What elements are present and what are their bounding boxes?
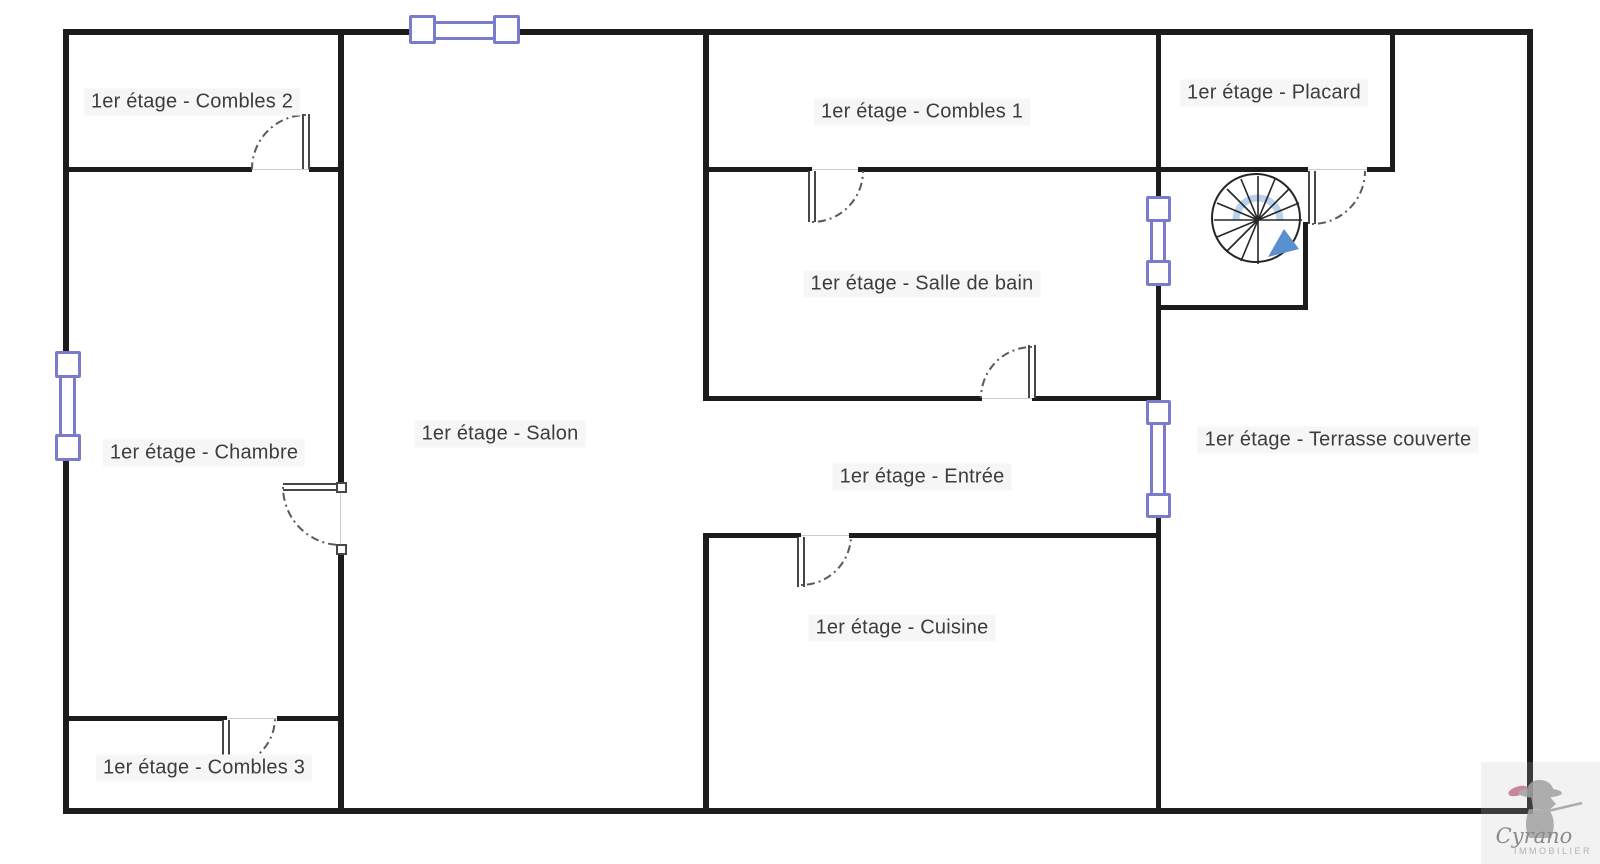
door-hinge-chambre-top	[336, 482, 347, 493]
door-arc-bathroom	[980, 346, 1033, 399]
door-arc-chambre	[282, 486, 342, 546]
threshold-cuisine	[801, 535, 849, 536]
threshold-bathroom	[982, 398, 1032, 399]
stair-direction-arrow	[1268, 229, 1299, 257]
threshold-chambre	[340, 487, 341, 545]
threshold-placard	[1308, 169, 1367, 170]
wall-placard-bottom-left	[1156, 167, 1308, 172]
door-arc-combles2	[251, 114, 307, 170]
window-icon-entree-b	[1146, 493, 1171, 518]
wall-cuisine-top-right	[849, 533, 1161, 538]
window-icon-chambre-a	[55, 351, 81, 378]
agency-watermark	[1481, 762, 1600, 864]
room-label-entree: 1er étage - Entrée	[832, 463, 1012, 491]
agency-logo-tagline: IMMOBILIER	[1513, 846, 1592, 856]
wall-stair-bottom	[1156, 305, 1308, 310]
threshold-combles2	[252, 169, 309, 170]
door-arcs	[226, 114, 1366, 767]
wall-combles2-bottom-left	[63, 167, 252, 172]
wall-combles1-bottom-left	[703, 167, 812, 172]
room-label-combles-3: 1er étage - Combles 3	[95, 754, 313, 782]
door-leaf-chambre	[283, 483, 343, 491]
door-hinge-chambre-bottom	[336, 544, 347, 555]
wall-bathroom-bottom-left	[703, 396, 982, 401]
window-icon-stair-a	[1146, 196, 1171, 222]
door-leaf-cuisine	[797, 537, 805, 587]
window-icon-chambre-b	[55, 434, 81, 461]
threshold-combles3	[227, 718, 277, 719]
wall-combles2-bottom-right	[309, 167, 344, 172]
window-icon-salon-top-b	[493, 15, 520, 44]
wall-salon-left-upper	[338, 29, 344, 487]
wall-salon-left-lower	[338, 549, 344, 814]
door-arc-placard	[1311, 170, 1366, 225]
spiral-staircase-icon	[1211, 173, 1302, 264]
threshold-combles1	[812, 169, 858, 170]
room-label-chambre: 1er étage - Chambre	[102, 439, 306, 467]
wall-outer-bottom	[63, 808, 1533, 814]
wall-salon-right-upper	[703, 29, 709, 398]
room-label-placard: 1er étage - Placard	[1180, 79, 1368, 107]
room-label-combles-2: 1er étage - Combles 2	[83, 88, 301, 116]
room-label-combles-1: 1er étage - Combles 1	[813, 98, 1031, 126]
wall-cuisine-top-left	[703, 533, 801, 538]
wall-placard-right	[1390, 29, 1395, 170]
door-arc-combles1	[811, 170, 864, 223]
window-rail-stair	[1150, 218, 1166, 264]
wall-combles3-top-left	[63, 716, 227, 721]
window-icon-salon-top-a	[409, 15, 436, 44]
window-icon-entree-a	[1146, 400, 1171, 425]
window-icon-stair-b	[1146, 260, 1171, 286]
door-arc-cuisine	[800, 534, 852, 586]
wall-outer-right	[1527, 29, 1533, 814]
wall-combles3-top-right	[277, 716, 344, 721]
window-rail-salon-top	[430, 21, 500, 40]
wall-placard-bottom-right	[1367, 167, 1395, 172]
door-leaf-placard	[1308, 171, 1316, 224]
room-label-terrasse: 1er étage - Terrasse couverte	[1197, 426, 1479, 454]
window-rail-chambre	[59, 374, 76, 438]
wall-stair-right	[1303, 222, 1308, 310]
door-leaf-bathroom	[1028, 345, 1036, 398]
door-leaf-combles1	[808, 171, 816, 222]
wall-bathroom-bottom-right	[1032, 396, 1161, 401]
agency-logo-brand: Cyrano	[1495, 824, 1573, 848]
wall-combles1-bottom-right	[858, 167, 1161, 172]
wall-salon-right-lower	[703, 535, 709, 814]
room-label-salon: 1er étage - Salon	[414, 420, 586, 448]
room-label-cuisine: 1er étage - Cuisine	[808, 614, 996, 642]
room-label-salle-de-bain: 1er étage - Salle de bain	[803, 270, 1041, 298]
window-rail-entree	[1150, 422, 1166, 498]
wall-outer-top	[63, 29, 1533, 35]
door-leaf-combles2	[302, 114, 310, 169]
